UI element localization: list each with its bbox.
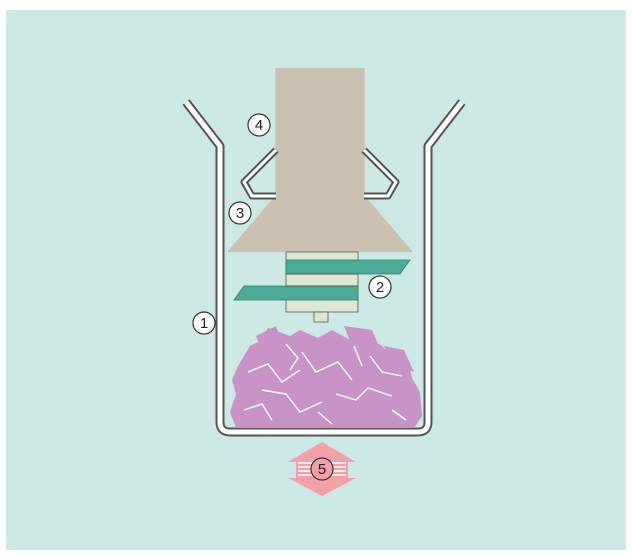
sample-fragment xyxy=(384,346,414,372)
sample-material xyxy=(230,326,422,428)
label-5: 5 xyxy=(310,457,334,481)
label-3: 3 xyxy=(228,201,252,225)
label-5-text: 5 xyxy=(318,461,326,478)
left-support-clip-inner xyxy=(242,148,278,198)
support-clips xyxy=(240,147,400,200)
right-support-clip-inner xyxy=(362,148,398,198)
rotor-blade-upper xyxy=(285,259,411,275)
sample-body xyxy=(230,328,422,428)
arrow-down xyxy=(288,478,356,496)
sample-cracks xyxy=(243,343,407,425)
label-4-text: 4 xyxy=(255,117,263,134)
rotor-tip xyxy=(313,311,329,323)
label-4: 4 xyxy=(247,113,271,137)
label-1: 1 xyxy=(192,311,216,335)
vessel xyxy=(182,99,466,437)
sample-fragment xyxy=(256,326,282,350)
rotor-assembly xyxy=(233,251,411,323)
vessel-inner-wall xyxy=(184,100,464,435)
sample-fragment xyxy=(344,326,378,346)
arrow-up xyxy=(288,442,356,462)
rotor-blade-lower xyxy=(233,285,359,301)
label-1-text: 1 xyxy=(200,315,208,332)
label-2-text: 2 xyxy=(376,279,384,296)
probe-body xyxy=(228,68,412,252)
label-3-text: 3 xyxy=(236,205,244,222)
label-2: 2 xyxy=(368,275,392,299)
